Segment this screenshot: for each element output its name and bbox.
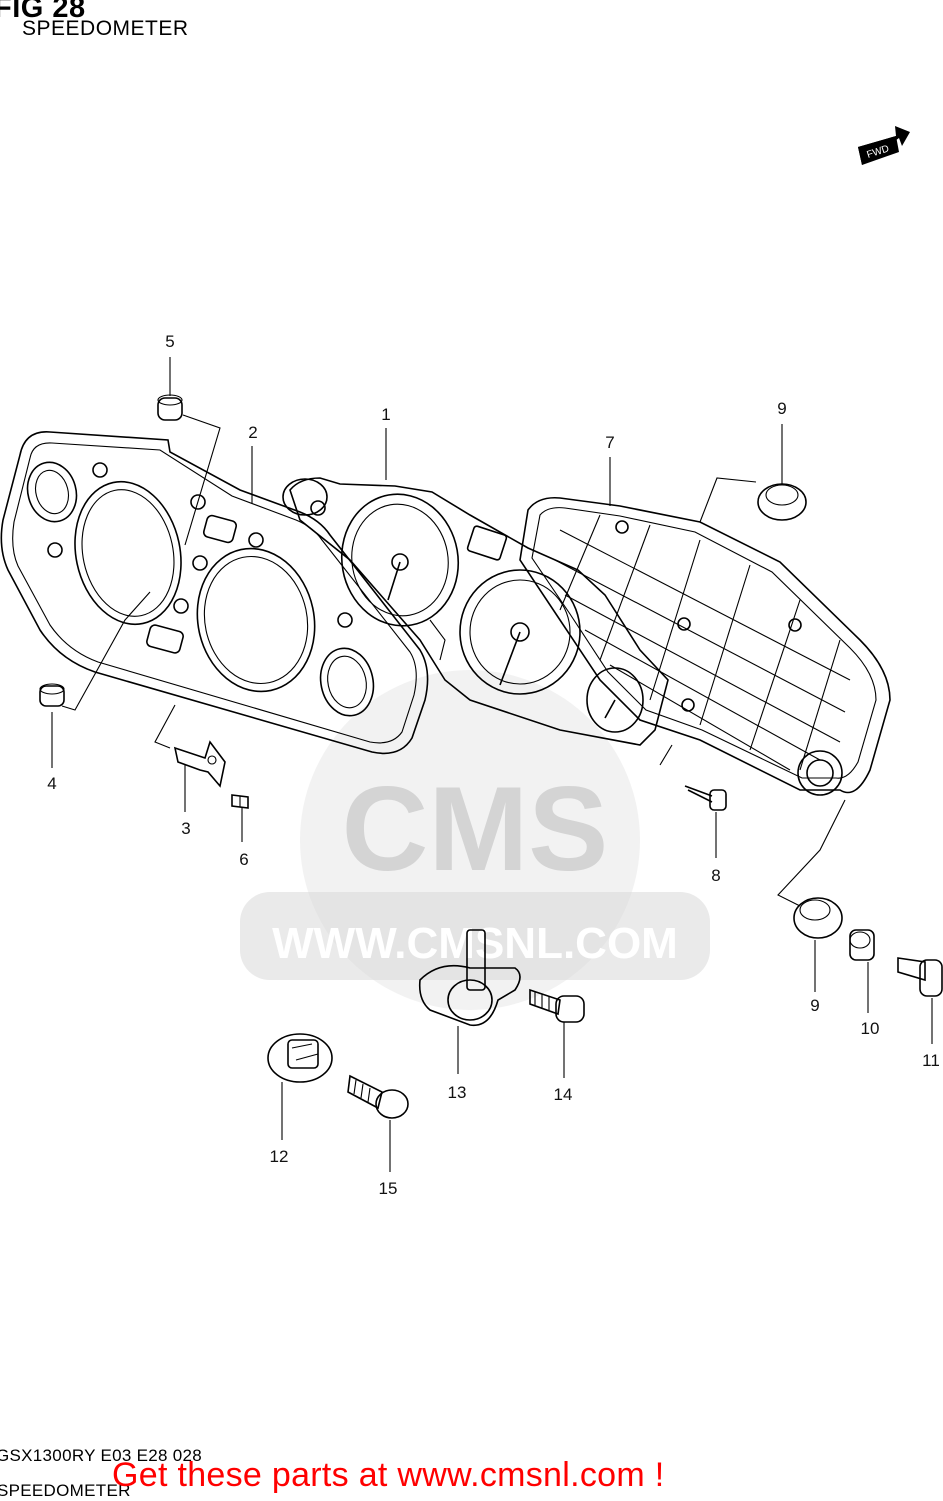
callout-5: 5 <box>165 332 174 351</box>
cms-watermark: CMS WWW.CMSNL.COM <box>240 670 710 1010</box>
callout-14: 14 <box>554 1085 573 1104</box>
figure-title: SPEEDOMETER <box>22 17 189 40</box>
section-name: SPEEDOMETER <box>0 1481 131 1500</box>
part-5-grommet <box>157 394 183 421</box>
watermark-brand: CMS <box>342 762 609 896</box>
part-9-lower-grommet <box>793 897 843 939</box>
part-8-screw <box>684 785 727 811</box>
part-6-screw <box>231 794 249 809</box>
part-1-meter-assembly <box>282 477 669 746</box>
fwd-arrow-icon: FWD <box>858 126 910 165</box>
part-10-collar <box>849 929 875 961</box>
part-12-socket <box>267 1033 333 1083</box>
callout-4: 4 <box>47 774 56 793</box>
part-9-upper-grommet <box>757 483 807 521</box>
part-4-grommet <box>39 683 65 707</box>
callout-9-lower: 9 <box>810 996 819 1015</box>
part-13-sensor <box>418 929 521 1027</box>
part-2-meter-cover <box>0 431 429 755</box>
leader-lines <box>51 357 933 1172</box>
callout-8: 8 <box>711 866 720 885</box>
callout-11: 11 <box>922 1051 940 1070</box>
watermark-url: WWW.CMSNL.COM <box>272 919 678 968</box>
callout-12: 12 <box>270 1147 289 1166</box>
callout-10: 10 <box>861 1019 880 1038</box>
callout-15: 15 <box>379 1179 398 1198</box>
part-11-bolt <box>897 957 943 997</box>
callout-13: 13 <box>448 1083 467 1102</box>
callout-2: 2 <box>248 423 257 442</box>
part-15-bolt <box>347 1074 409 1119</box>
callout-7: 7 <box>605 433 614 452</box>
callout-3: 3 <box>181 819 190 838</box>
callout-9-upper: 9 <box>777 399 786 418</box>
part-3-bracket <box>173 740 226 788</box>
part-7-rear-case <box>519 496 891 796</box>
callout-6: 6 <box>239 850 248 869</box>
part-14-bolt <box>529 988 585 1023</box>
figure-number: FIG 28 <box>0 0 86 24</box>
model-code: GSX1300RY E03 E28 028 <box>0 1446 203 1465</box>
callout-1: 1 <box>381 405 390 424</box>
promo-link[interactable]: Get these parts at www.cmsnl.com ! <box>112 1456 665 1494</box>
